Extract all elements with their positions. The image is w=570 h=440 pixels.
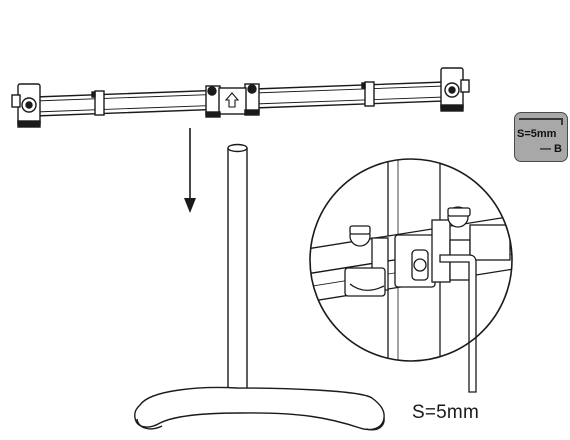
beam-clamp-right <box>361 81 375 107</box>
tool-size-label: S=5mm <box>412 402 479 423</box>
badge-part-label: — B <box>540 143 562 155</box>
allen-key-icon <box>439 254 477 393</box>
badge-divider <box>519 118 563 120</box>
right-end-bracket <box>440 67 470 112</box>
crossbar-arm <box>11 67 470 128</box>
center-hub <box>205 83 260 118</box>
up-arrow-icon <box>224 92 240 108</box>
left-end-bracket <box>11 83 41 128</box>
stand-pole <box>227 143 248 396</box>
badge-size-label: S=5mm <box>517 128 557 140</box>
hardware-badge: S=5mm — B <box>514 112 568 162</box>
magnified-detail <box>309 158 513 393</box>
beam-clamp-left <box>91 90 105 116</box>
badge-tick <box>561 118 563 125</box>
down-arrow-icon <box>184 128 196 213</box>
stand-base <box>134 386 385 431</box>
